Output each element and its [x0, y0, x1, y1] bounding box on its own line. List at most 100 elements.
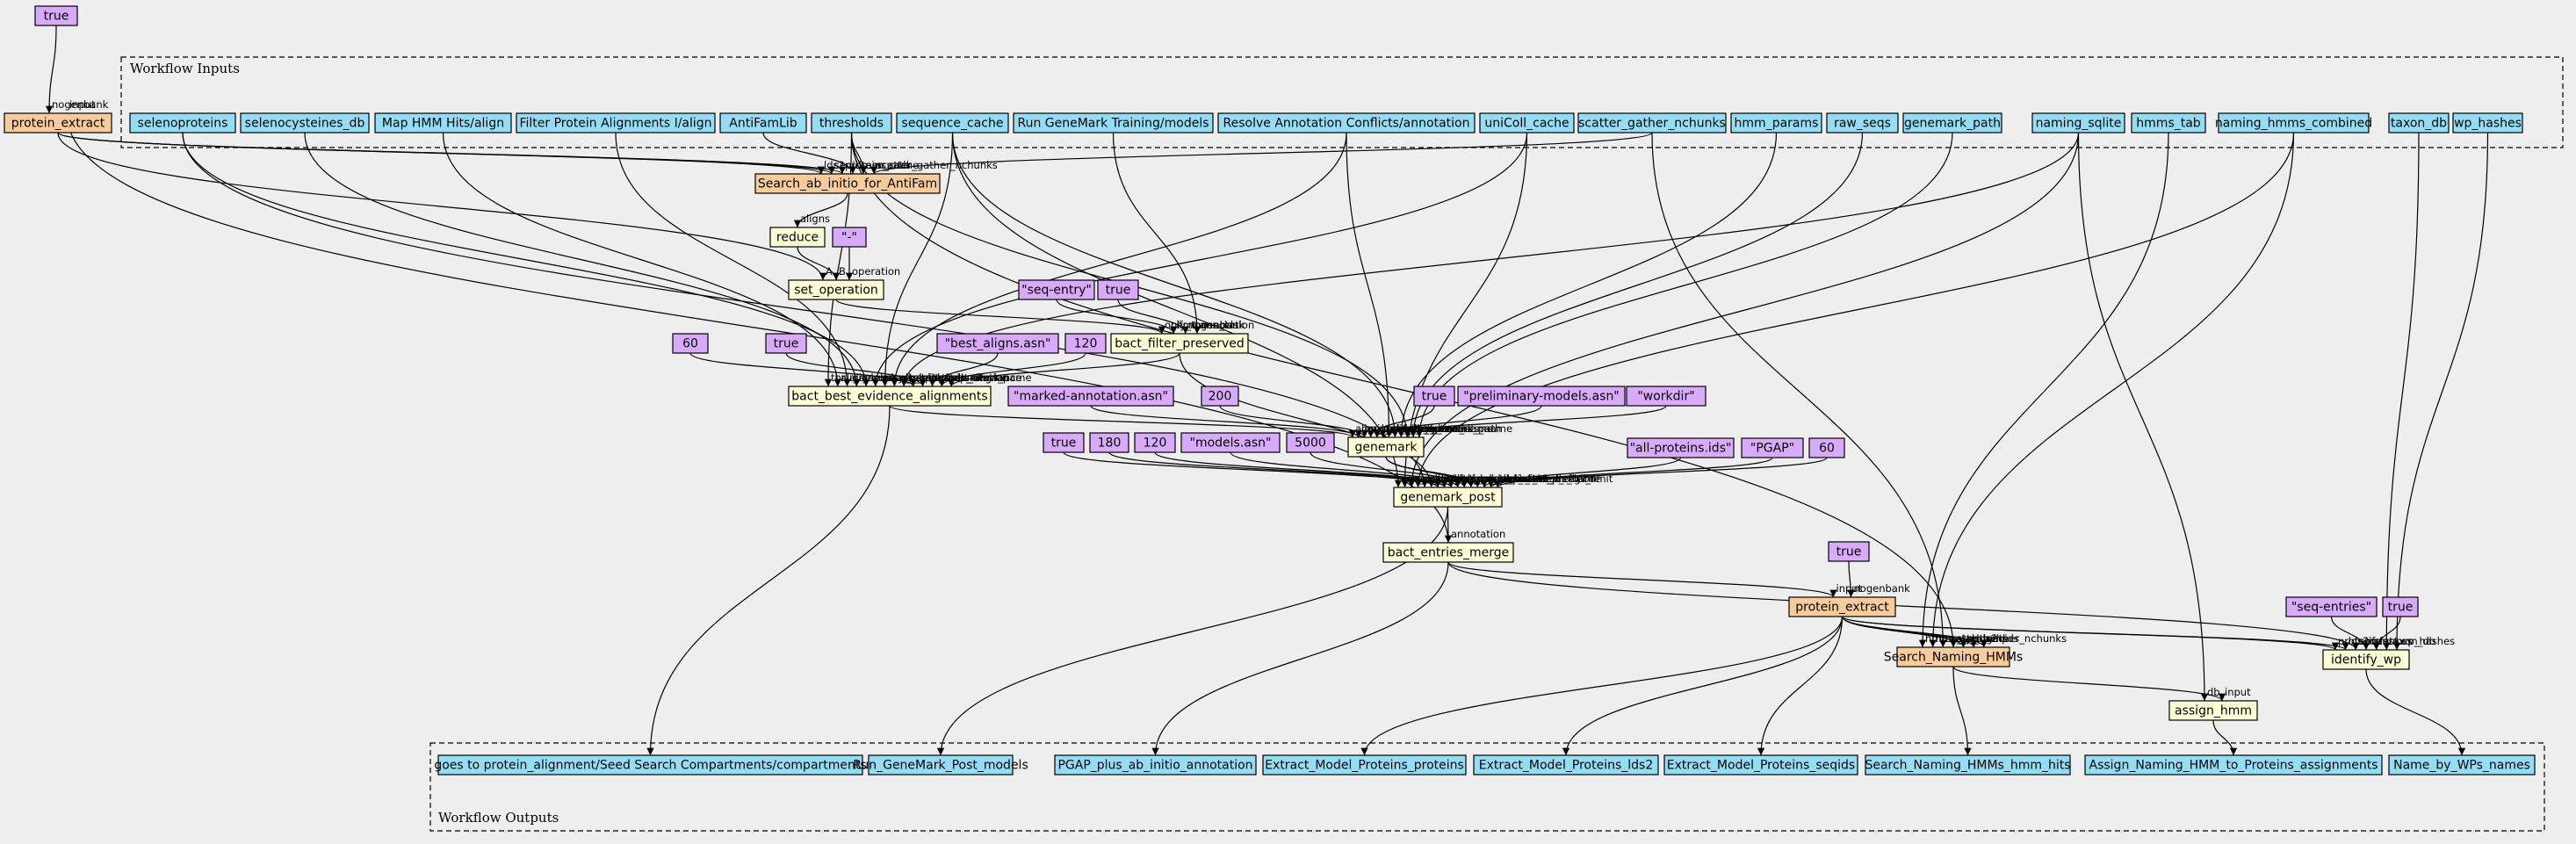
edge-bact-entries-merge-to-protein-extract-2: input — [1447, 561, 1863, 598]
node-label: Search_Naming_HMMs — [1884, 651, 2023, 665]
edge-line — [951, 132, 1399, 438]
node-box — [2452, 112, 2523, 133]
node-true-top: true — [34, 5, 78, 26]
node-label: 120 — [1144, 436, 1167, 451]
node-c-models: "models.asn" — [1180, 432, 1281, 453]
node-in-filter-prot: Filter Protein Alignments I/align — [516, 112, 716, 133]
node-box — [1180, 432, 1281, 453]
node-in-thresholds: thresholds — [811, 112, 892, 133]
node-box — [1110, 333, 1249, 354]
edge-line — [1151, 561, 1449, 756]
edge-c-60b-to-genemark-post: abs_short_model_limit — [1493, 457, 1828, 488]
node-label: "PGAP" — [1750, 442, 1794, 456]
node-out-pgap: PGAP_plus_ab_initio_annotation — [1054, 754, 1257, 775]
node-c-true-b: true — [765, 333, 807, 354]
node-identify-wp: identify_wp — [2322, 649, 2410, 670]
edge-line — [1415, 132, 1953, 438]
node-out-run-post: Run_GeneMark_Post_models — [853, 754, 1028, 775]
node-box — [1808, 437, 1845, 458]
node-box — [1741, 437, 1804, 458]
edge-line — [1952, 666, 2226, 702]
node-label: true — [2388, 601, 2414, 615]
cluster-label: Workflow Inputs — [130, 61, 240, 76]
edge-line — [1952, 666, 1972, 756]
edge-in-sg-nchunks-to-search-antifam: scatter_gather_nchunks — [870, 132, 1653, 175]
node-in-genemark-path: genemark_path — [1902, 112, 2002, 133]
node-box — [1896, 646, 2010, 667]
edge-line — [1401, 132, 1528, 488]
edge-label: nogenbank — [1188, 319, 1245, 331]
node-box — [516, 112, 716, 133]
node-box — [2031, 112, 2125, 133]
node-label: Search_ab_initio_for_AntiFam — [758, 177, 937, 191]
node-box — [1043, 432, 1085, 453]
node-box — [1064, 333, 1107, 354]
node-box — [1865, 754, 2071, 775]
node-label: true — [1051, 436, 1077, 451]
node-label: raw_seqs — [1834, 117, 1891, 131]
node-c-true-f: true — [2382, 596, 2419, 617]
node-label: scatter_gather_nchunks — [1578, 117, 1726, 131]
edge-line — [1179, 352, 1435, 488]
node-in-raw-seqs: raw_seqs — [1826, 112, 1899, 133]
edge-identify-wp-to-out-name-by-wp — [2365, 668, 2466, 756]
node-box — [1382, 542, 1514, 563]
node-in-hmm-params: hmm_params — [1730, 112, 1822, 133]
edge-line — [1090, 405, 1362, 438]
node-box — [1286, 432, 1335, 453]
node-box — [1201, 386, 1239, 407]
node-box — [1097, 279, 1139, 300]
node-out-emp-proteins: Extract_Model_Proteins_proteins — [1262, 754, 1467, 775]
node-label: bact_best_evidence_alignments — [791, 390, 987, 404]
node-label: genemark — [1354, 441, 1418, 455]
node-box — [1393, 487, 1503, 508]
node-in-sg-nchunks: scatter_gather_nchunks — [1577, 112, 1727, 133]
node-box — [2388, 112, 2450, 133]
edge-line — [1346, 132, 1393, 438]
edge-label: operation — [852, 265, 900, 278]
node-label: protein_extract — [1795, 601, 1889, 615]
edge-line — [45, 25, 57, 114]
edge-label: annotation — [954, 372, 1008, 384]
node-box — [719, 112, 807, 133]
node-c-true-e: true — [1828, 541, 1870, 562]
edge-bact-entries-merge-to-protein-extract-1: input — [62, 98, 1449, 544]
node-label: thresholds — [819, 117, 884, 131]
node-protein-extract-2: protein_extract — [1788, 596, 1896, 617]
node-box — [1217, 112, 1476, 133]
edge-label: nogenbank — [1854, 582, 1911, 595]
edge-label: asn_cache — [866, 159, 919, 171]
node-label: selenoproteins — [138, 117, 228, 131]
edge-line — [1360, 616, 1844, 756]
node-label: 5000 — [1295, 436, 1326, 451]
edge-label: input — [69, 98, 96, 111]
node-c-allprot: "all-proteins.ids" — [1627, 437, 1735, 458]
edge-assign-hmm-to-out-assign — [2212, 719, 2238, 756]
edge-line — [2383, 132, 2420, 651]
edge-line — [1230, 451, 1461, 488]
node-label: Name_by_WPs_names — [2393, 759, 2530, 773]
edge-line — [1310, 451, 1468, 488]
node-box — [1479, 112, 1575, 133]
node-in-wp-hashes: wp_hashes — [2452, 112, 2523, 133]
node-label: Extract_Model_Proteins_seqids — [1667, 759, 1855, 773]
node-label: 60 — [1819, 442, 1835, 456]
edge-line — [785, 352, 927, 387]
node-label: AntiFamLib — [729, 117, 797, 131]
node-label: true — [1422, 390, 1447, 404]
node-in-map-hmm: Map HMM Hits/align — [374, 112, 512, 133]
edge-in-thresholds-to-search-naming: asn_cache — [850, 132, 2009, 648]
node-label: "marked-annotation.asn" — [1014, 390, 1168, 404]
node-out-goes-to: goes to protein_alignment/Seed Search Co… — [434, 754, 867, 775]
node-box — [2218, 112, 2370, 133]
edge-in-sg-nchunks-to-search-naming: scatter_gather_nchunks — [1651, 132, 2067, 648]
node-c-180: 180 — [1089, 432, 1129, 453]
node-label: goes to protein_alignment/Seed Search Co… — [434, 759, 866, 773]
edge-line — [62, 112, 1449, 544]
node-in-naming-sqlite: naming_sqlite — [2031, 112, 2125, 133]
edge-in-genemark-path-to-genemark: genemark_path — [1415, 132, 1953, 438]
node-label: PGAP_plus_ab_initio_annotation — [1057, 759, 1252, 773]
node-label: "best_aligns.asn" — [945, 337, 1051, 351]
node-c-minus: "-" — [832, 227, 867, 248]
node-c-workdir: "workdir" — [1626, 386, 1707, 407]
